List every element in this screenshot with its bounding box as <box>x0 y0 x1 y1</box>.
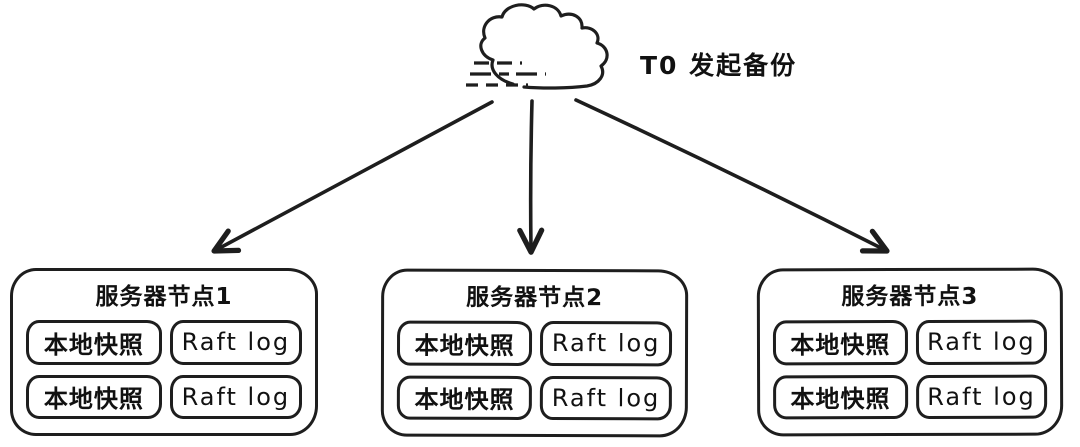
raft-log-box: Raft log <box>540 375 672 421</box>
node-title: 服务器节点2 <box>466 284 604 312</box>
local-snapshot-box: 本地快照 <box>26 374 162 419</box>
local-snapshot-box: 本地快照 <box>396 320 533 366</box>
server-node-2: 服务器节点2 本地快照 Raft log 本地快照 Raft log <box>380 268 689 438</box>
raft-log-box: Raft log <box>540 321 673 366</box>
node-title: 服务器节点1 <box>95 284 233 310</box>
arrow-to-node2 <box>517 99 545 255</box>
cloud-icon <box>466 3 609 90</box>
local-snapshot-box: 本地快照 <box>773 374 908 420</box>
arrow-to-node3 <box>574 98 890 254</box>
node-content: 本地快照 Raft log 本地快照 Raft log <box>396 320 673 421</box>
node-content: 本地快照 Raft log 本地快照 Raft log <box>26 320 302 419</box>
wind-dashes-icon <box>466 61 546 87</box>
arrow-to-node1 <box>211 100 494 254</box>
raft-log-box: Raft log <box>169 374 302 419</box>
local-snapshot-box: 本地快照 <box>26 320 162 365</box>
server-node-1: 服务器节点1 本地快照 Raft log 本地快照 Raft log <box>10 268 318 436</box>
backup-start-label: T0 发起备份 <box>640 51 798 80</box>
local-snapshot-box: 本地快照 <box>772 320 908 365</box>
local-snapshot-box: 本地快照 <box>396 375 533 420</box>
node-title: 服务器节点3 <box>841 283 979 311</box>
server-node-3: 服务器节点3 本地快照 Raft log 本地快照 Raft log <box>756 267 1064 437</box>
node-content: 本地快照 Raft log 本地快照 Raft log <box>772 319 1048 420</box>
raft-log-box: Raft log <box>169 320 302 365</box>
raft-log-box: Raft log <box>915 374 1048 419</box>
raft-log-box: Raft log <box>915 319 1048 365</box>
